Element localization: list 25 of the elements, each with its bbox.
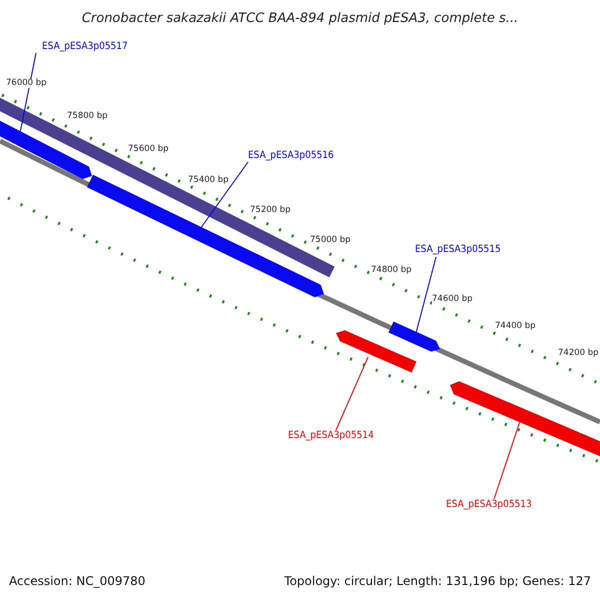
scale-label: 75600 bp <box>128 145 169 154</box>
scale-label: 74800 bp <box>371 266 412 276</box>
leader-line <box>494 420 520 500</box>
scale-label: 74600 bp <box>432 295 473 304</box>
gene-segment <box>0 120 92 179</box>
gene-segment <box>388 322 440 352</box>
scale-label: 76000 bp <box>6 79 47 88</box>
scale-label: 75800 bp <box>67 112 108 122</box>
accession-text: Accession: NC_009780 <box>9 575 146 588</box>
gene-label: ESA_pESA3p05517 <box>42 41 128 52</box>
leader-line <box>200 162 248 230</box>
scale-label: 75000 bp <box>310 236 351 246</box>
gene-label: ESA_pESA3p05515 <box>415 244 501 255</box>
scale-label: 74400 bp <box>495 322 536 332</box>
leader-line <box>416 256 436 334</box>
gene-label: ESA_pESA3p05516 <box>248 150 334 161</box>
gene-label: ESA_pESA3p05514 <box>288 430 374 441</box>
scale-label: 75200 bp <box>250 206 291 216</box>
leader-line <box>336 356 368 430</box>
scale-label: 75400 bp <box>188 176 229 186</box>
title: Cronobacter sakazakii ATCC BAA-894 plasmid pESA3, complete s... <box>80 12 520 26</box>
gene-segment <box>336 330 416 372</box>
scale-label: 74200 bp <box>558 349 599 358</box>
genome-info-text: Topology: circular; Length: 131,196 bp; Genes: 127 <box>284 575 591 588</box>
gene-label: ESA_pESA3p05513 <box>446 499 532 510</box>
